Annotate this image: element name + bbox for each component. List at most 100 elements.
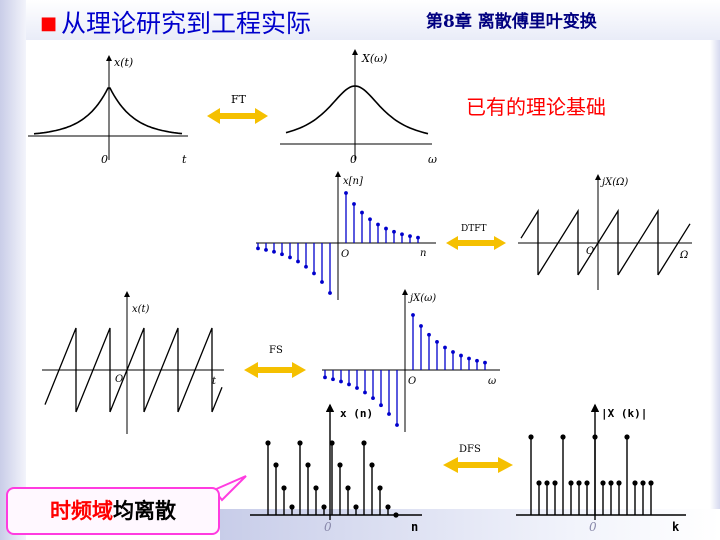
stem-dot (451, 350, 455, 354)
fs-freq-plot: jX(ω) O ω (322, 289, 500, 432)
stem-dot (304, 264, 308, 269)
sawtooth-path (44, 327, 223, 413)
stem-dot (329, 440, 335, 446)
stem-dot (419, 324, 423, 328)
stem-dot (331, 377, 335, 382)
theory-note: 已有的理论基础 (466, 95, 606, 119)
stem-dot (411, 313, 415, 317)
dtft-freq-sawtooth (520, 208, 691, 276)
stem-dot (459, 353, 463, 358)
fs-time-plot: x(t) O t (42, 291, 224, 434)
dtft-time-xlabel: n (420, 248, 426, 259)
stem-dot (616, 480, 622, 486)
stem-dot (320, 280, 324, 284)
dtft-time-ylabel: x[n] (343, 176, 363, 187)
stem-dot (624, 434, 630, 440)
stem-dot (395, 423, 399, 427)
dfs-arrow: DFS (443, 444, 513, 473)
dtft-freq-plot: jX(Ω) O Ω (518, 174, 692, 290)
dfs-time-xlabel: n (411, 520, 418, 534)
dtft-time-origin: O (341, 249, 349, 260)
stem-dot (345, 485, 351, 491)
stem-dot (384, 226, 388, 231)
stem-dot (297, 440, 303, 446)
fs-freq-origin: O (408, 376, 416, 387)
ft-freq-curve (285, 85, 429, 135)
dfs-time-ylabel: x (n) (340, 407, 373, 420)
stem-dot (363, 390, 367, 395)
right-gradient-strip (710, 0, 720, 540)
chapter-heading: 第8章 离散傅里叶变换 (426, 12, 597, 32)
dfs-freq-origin: 0 (589, 520, 597, 534)
stem-dot (288, 255, 292, 260)
callout-rest: 均离散 (113, 499, 176, 523)
fs-arrow: FS (244, 345, 306, 378)
stem-dot (584, 480, 590, 486)
ft-time-plot: x(t) 0 t (28, 55, 188, 166)
stem-dot (568, 480, 574, 486)
dfs-freq-xlabel: k (672, 520, 680, 534)
stem-dot (475, 358, 479, 363)
stem-dot (344, 191, 348, 195)
stem-dot (536, 480, 542, 486)
stem-dot (385, 504, 391, 510)
dfs-label: DFS (459, 444, 481, 455)
stem-dot (443, 345, 447, 350)
stem-dot (273, 462, 279, 468)
callout-text: 时频域均离散 (8, 489, 218, 533)
stem-dot (337, 462, 343, 468)
fs-time-ylabel: x(t) (132, 304, 150, 315)
callout-highlight: 时频域 (50, 499, 113, 523)
stem-dot (400, 232, 404, 237)
stem-dot (265, 440, 271, 446)
dtft-time-stems (256, 191, 420, 295)
stem-dot (368, 217, 372, 222)
stem-dot (560, 434, 566, 440)
stem-dot (360, 210, 364, 215)
dtft-freq-ylabel: jX(Ω) (600, 177, 628, 188)
fs-time-xlabel: t (212, 376, 217, 387)
ft-time-xlabel: t (182, 153, 187, 166)
stem-dot (352, 202, 356, 206)
slide-title: ■从理论研究到工程实际 (40, 4, 311, 40)
ft-time-curve (33, 87, 183, 135)
dtft-label: DTFT (461, 224, 486, 234)
stem-dot (272, 249, 276, 254)
fs-freq-ylabel: jX(ω) (408, 293, 436, 304)
stem-dot (393, 512, 399, 518)
stem-dot (353, 504, 359, 510)
stem-dot (600, 480, 606, 486)
dtft-time-plot: x[n] O n (256, 171, 436, 300)
stem-dot (296, 259, 300, 264)
stem-dot (467, 356, 471, 361)
stem-dot (552, 480, 558, 486)
stem-dot (632, 480, 638, 486)
bottom-gradient-bar (220, 509, 720, 540)
stem-dot (313, 485, 319, 491)
stem-dot (379, 403, 383, 408)
stem-dot (376, 222, 380, 227)
stem-dot (289, 504, 295, 510)
stem-dot (608, 480, 614, 486)
slide-title-text: 从理论研究到工程实际 (61, 9, 312, 38)
stem-dot (264, 247, 268, 252)
stem-dot (377, 485, 383, 491)
ft-freq-plot: X(ω) 0 ω (280, 49, 437, 166)
left-gradient-strip (0, 0, 26, 540)
stem-dot (312, 271, 316, 276)
stem-dot (387, 412, 391, 416)
fs-time-origin: O (115, 374, 123, 385)
dfs-freq-ylabel: |X (k)| (601, 407, 647, 420)
stem-dot (347, 382, 351, 387)
stem-dot (648, 480, 654, 486)
callout-box: 时频域均离散 (6, 487, 220, 535)
sawtooth-path (520, 208, 691, 276)
title-bullet-icon: ■ (40, 13, 58, 34)
dfs-time-stems (265, 440, 399, 518)
fs-time-sawtooth (44, 327, 223, 413)
fs-freq-xlabel: ω (488, 376, 496, 387)
stem-dot (256, 246, 260, 251)
ft-freq-xlabel: ω (428, 153, 437, 166)
